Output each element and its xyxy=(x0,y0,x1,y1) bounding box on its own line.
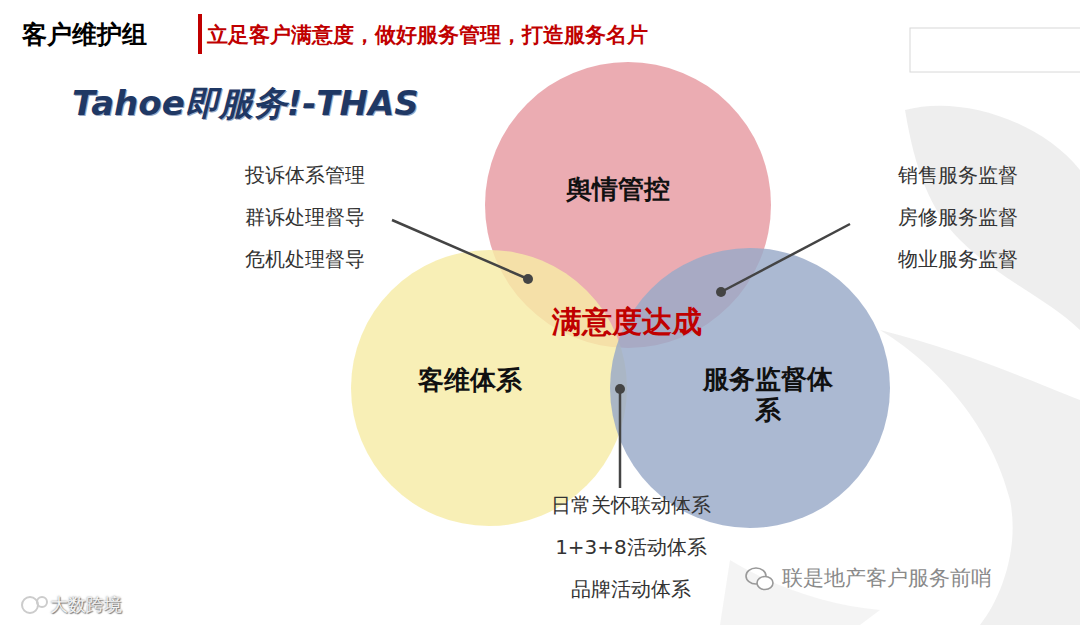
venn-circle: 客维体系 xyxy=(350,249,628,527)
center-label: 满意度达成 xyxy=(552,302,702,343)
circle-label: 舆情管控 xyxy=(566,174,670,205)
wechat-icon xyxy=(746,568,773,590)
venn-circle: 服务监督体系 xyxy=(609,247,891,529)
callout-item: 品牌活动体系 xyxy=(571,576,691,603)
callout-item: 日常关怀联动体系 xyxy=(551,492,711,519)
circle-fill xyxy=(351,250,627,526)
leader-line xyxy=(392,220,528,279)
slogan: Tahoe即服务!-THAS xyxy=(72,81,419,127)
callout-item: 投诉体系管理 xyxy=(245,162,365,189)
logo-icon xyxy=(22,597,47,613)
subtitle: 立足客户满意度，做好服务管理，打造服务名片 xyxy=(207,21,648,49)
watermark: 联是地产客户服务前哨 xyxy=(782,564,992,592)
callout-item: 房修服务监督 xyxy=(898,204,1018,231)
leader-dot xyxy=(615,384,625,394)
watermark: 大数跨境 xyxy=(50,593,122,617)
leader-dot xyxy=(716,287,726,297)
callout-item: 1+3+8活动体系 xyxy=(555,534,707,561)
circle-label: 客维体系 xyxy=(418,365,522,396)
circle-label: 服务监督体系 xyxy=(698,364,838,426)
leader-line xyxy=(721,224,850,292)
callout-item: 危机处理督导 xyxy=(245,246,365,273)
page-title: 客户维护组 xyxy=(22,18,147,51)
callout-item: 群诉处理督导 xyxy=(245,204,365,231)
title-divider xyxy=(198,14,202,54)
leader-line xyxy=(619,389,622,488)
callout-item: 物业服务监督 xyxy=(898,246,1018,273)
callout-item: 销售服务监督 xyxy=(898,162,1018,189)
leader-dot xyxy=(523,274,533,284)
circle-fill xyxy=(610,248,890,528)
corner-panel xyxy=(910,28,1080,72)
